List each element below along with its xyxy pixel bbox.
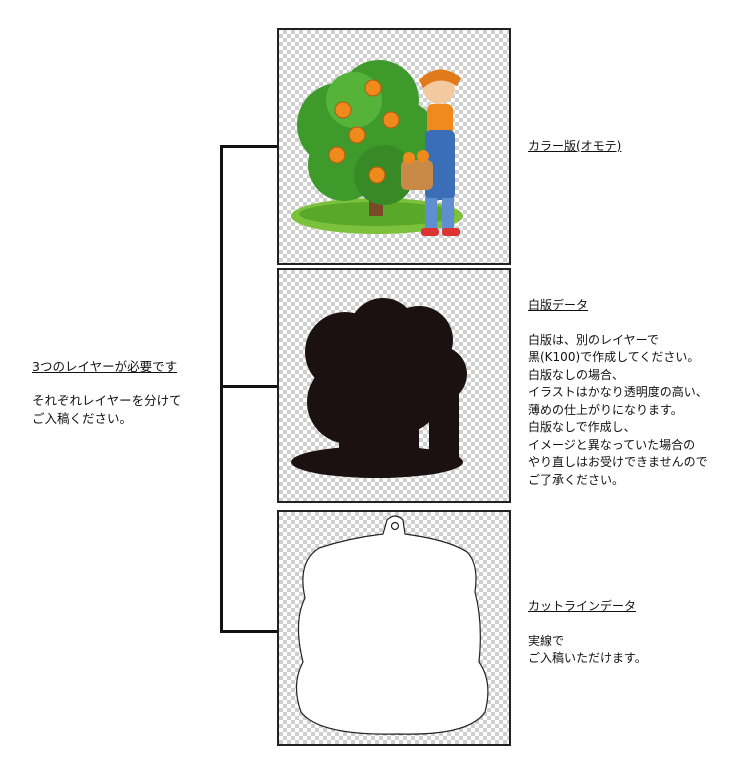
color-illustration (279, 30, 509, 263)
cut-line-panel (277, 510, 511, 746)
white-plate-line: 白版なしで作成し、 (528, 419, 708, 437)
silhouette-illustration (279, 270, 509, 501)
layer-requirement-title: 3つのレイヤーが必要です (32, 358, 177, 376)
white-plate-line: 白版なしの場合、 (528, 367, 708, 385)
layer-requirement-note: 3つのレイヤーが必要です それぞれレイヤーを分けて ご入稿ください。 (32, 358, 182, 428)
bracket-bottom (220, 630, 278, 633)
layer-requirement-line: ご入稿ください。 (32, 410, 182, 428)
white-plate-line: やり直しはお受けできませんので (528, 454, 708, 472)
bracket-vertical (220, 145, 223, 633)
layer-requirement-line: それぞれレイヤーを分けて (32, 392, 182, 410)
cut-line-line: 実線で (528, 633, 647, 651)
white-plate-line: ご了承ください。 (528, 472, 708, 490)
bracket-middle (220, 385, 278, 388)
white-plate-line: 白版は、別のレイヤーで (528, 332, 708, 350)
white-plate-line: イメージと異なっていた場合の (528, 437, 708, 455)
white-plate-line: イラストはかなり透明度の高い、 (528, 384, 708, 402)
white-plate-title: 白版データ (528, 297, 708, 315)
color-layer-title: カラー版(オモテ) (528, 138, 621, 156)
cut-line-line: ご入稿いただけます。 (528, 650, 647, 668)
color-layer-desc: カラー版(オモテ) (528, 138, 621, 173)
white-plate-line: 黒(K100)で作成してください。 (528, 349, 708, 367)
cut-line-title: カットラインデータ (528, 598, 647, 616)
cut-line-desc: カットラインデータ 実線で ご入稿いただけます。 (528, 598, 647, 668)
white-plate-desc: 白版データ 白版は、別のレイヤーで 黒(K100)で作成してください。 白版なし… (528, 297, 708, 489)
bracket-top (220, 145, 278, 148)
layer-requirement-body: それぞれレイヤーを分けて ご入稿ください。 (32, 392, 182, 428)
white-plate-panel (277, 268, 511, 503)
white-plate-line: 薄めの仕上がりになります。 (528, 402, 708, 420)
cut-line-illustration (279, 512, 509, 744)
color-layer-panel (277, 28, 511, 265)
